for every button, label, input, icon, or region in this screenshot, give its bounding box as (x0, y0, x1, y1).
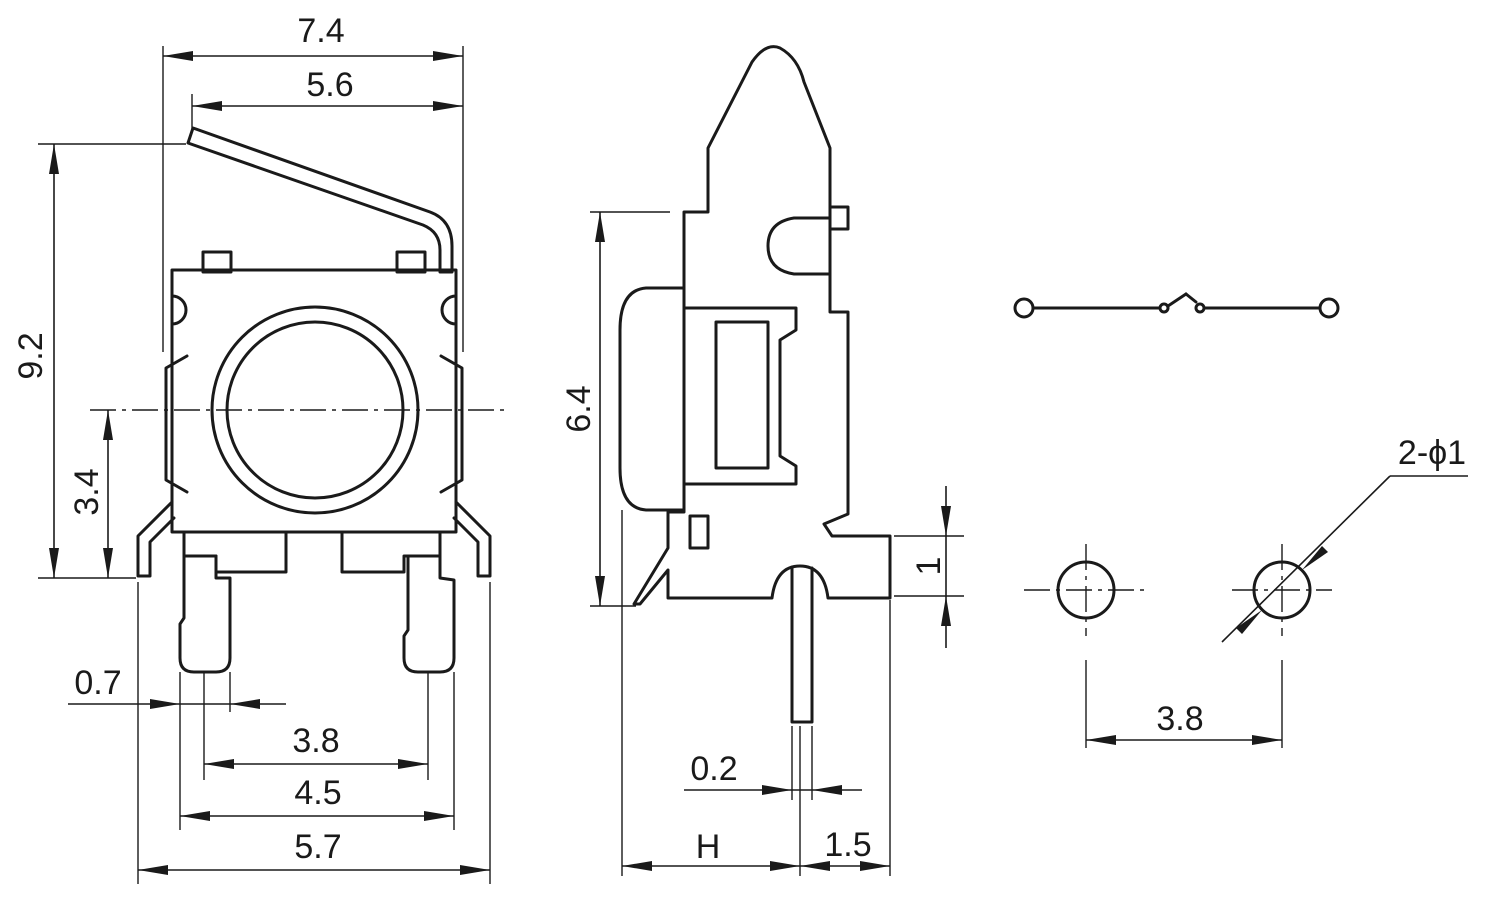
dim-center-height: 3.4 (68, 468, 106, 515)
dim-side-height: 6.4 (560, 385, 598, 432)
lever (186, 126, 454, 274)
dim-pin-pitch: 3.8 (292, 722, 339, 760)
side-window-frame (682, 306, 798, 486)
side-lower-tab (688, 514, 710, 550)
clip-right (439, 354, 464, 494)
side-window (714, 320, 770, 470)
terminal-right (1318, 297, 1340, 319)
side-pin (790, 566, 814, 724)
dim-offset-h: H (696, 828, 721, 866)
front-dimensions: 7.4 5.6 9.2 3.4 0.7 (12, 12, 491, 884)
side-body-outline (632, 45, 892, 606)
bracket-right (452, 500, 492, 578)
terminal-left (1013, 297, 1035, 319)
dim-pin-outer: 4.5 (294, 774, 341, 812)
front-view (90, 126, 510, 674)
switch-blade (1166, 292, 1188, 308)
dim-overall-width: 7.4 (297, 12, 344, 50)
dim-pin-width: 0.7 (74, 664, 121, 702)
pin-left (178, 554, 232, 674)
side-actuator-cap (618, 286, 686, 512)
side-view (618, 45, 892, 724)
side-oval-slot (766, 216, 832, 276)
pcb-hole-layout: 2-ϕ1 3.8 (1024, 434, 1468, 748)
notch-right (440, 294, 458, 326)
pin-right (402, 554, 456, 674)
dim-lever-width: 5.6 (306, 66, 353, 104)
side-top-tab (828, 205, 850, 231)
switch-schematic (1013, 292, 1340, 319)
dim-hole-spec: 2-ϕ1 (1398, 434, 1466, 472)
dim-pin-thickness: 0.2 (690, 750, 737, 788)
bracket-left (136, 500, 176, 578)
notch-left (170, 294, 188, 326)
top-tab-left (201, 250, 233, 274)
top-tab-right (395, 250, 427, 274)
dim-bracket-width: 5.7 (294, 828, 341, 866)
dim-pin-offset: 1.5 (824, 826, 871, 864)
body-bottom (182, 530, 442, 574)
dim-hole-pitch: 3.8 (1156, 700, 1203, 738)
side-dimensions: 6.4 1 0.2 H 1.5 (560, 211, 964, 876)
dim-overall-height: 9.2 (12, 332, 50, 379)
contact-left (1158, 302, 1170, 314)
switch-body (170, 268, 458, 534)
clip-left (164, 354, 189, 494)
dim-tab-height: 1 (910, 557, 948, 576)
